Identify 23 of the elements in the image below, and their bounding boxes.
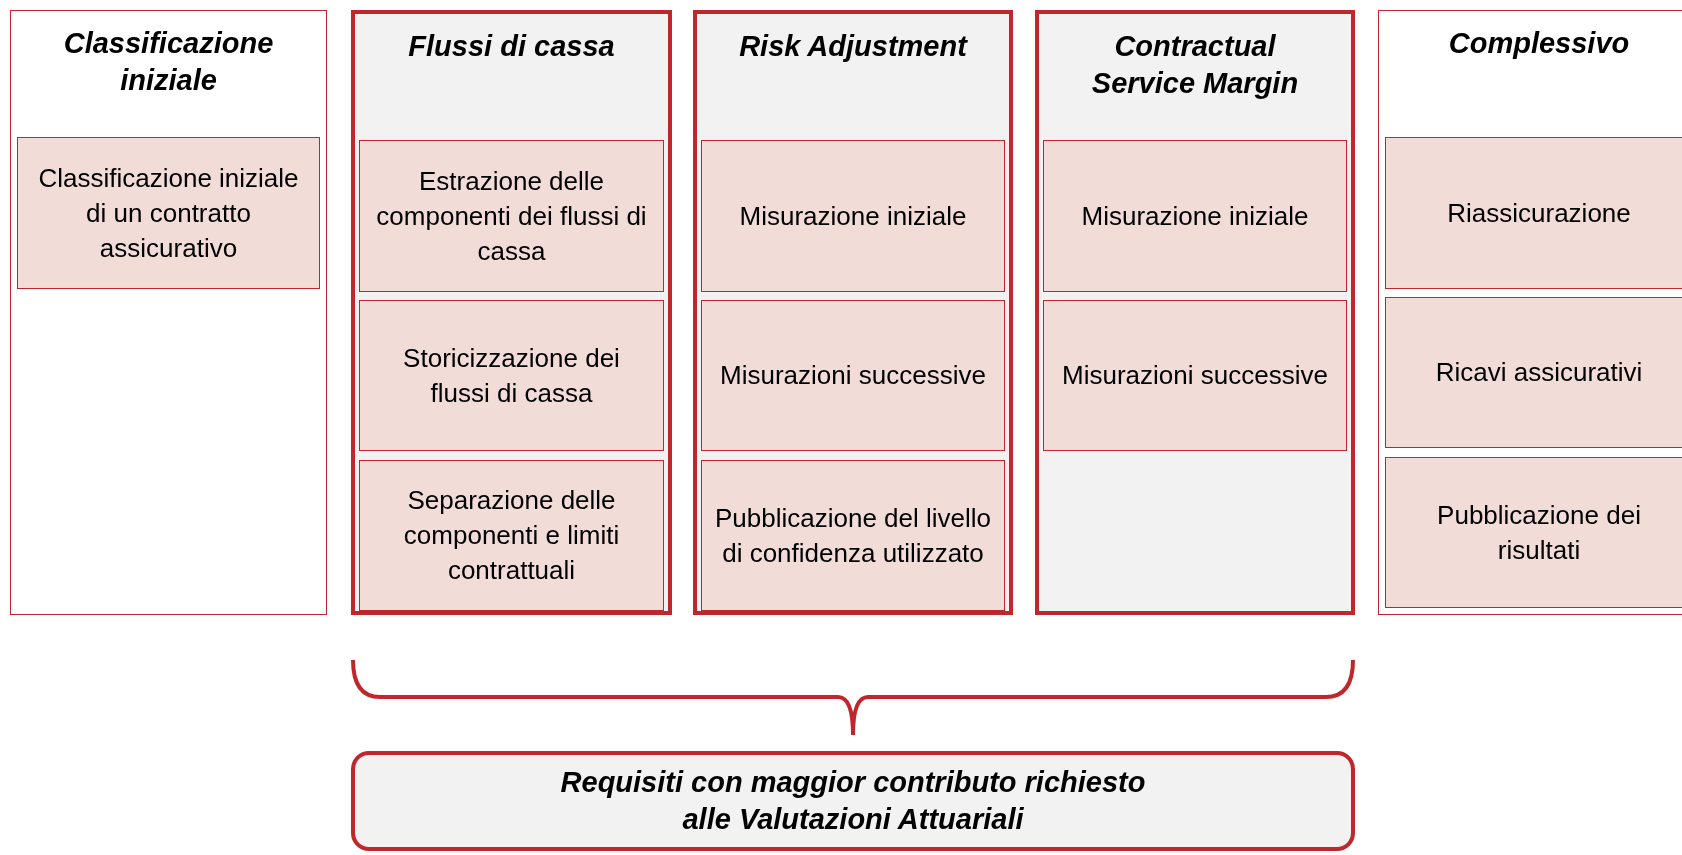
step-box: Pubblicazione del livello di confidenza utilizzato <box>701 460 1005 611</box>
step-box: Misurazioni successive <box>1043 300 1347 451</box>
step-box: Misurazioni successive <box>701 300 1005 451</box>
column-panel <box>10 10 327 615</box>
step-box: Misurazione iniziale <box>701 140 1005 292</box>
column-panel <box>351 10 672 615</box>
column-heading: Contractual Service Margin <box>1090 29 1300 101</box>
column-panel <box>1035 10 1355 615</box>
summary-box: Requisiti con maggior contributo richiesto alle Valutazioni Attuariali <box>351 751 1355 851</box>
step-box: Separazione delle componenti e limiti contrattuali <box>359 460 664 611</box>
column-heading: Risk Adjustment <box>738 29 969 64</box>
column-heading: Flussi di cassa <box>407 29 616 64</box>
step-box: Storicizzazione dei flussi di cassa <box>359 300 664 451</box>
column-heading: Classificazione iniziale <box>62 26 275 98</box>
step-box: Estrazione delle componenti dei flussi di cassa <box>359 140 664 292</box>
step-box: Misurazione iniziale <box>1043 140 1347 292</box>
column-heading: Complessivo <box>1447 26 1631 61</box>
step-box: Ricavi assicurativi <box>1385 297 1682 448</box>
step-box: Riassicurazione <box>1385 137 1682 289</box>
step-box: Pubblicazione dei risultati <box>1385 457 1682 608</box>
column-panel <box>693 10 1013 615</box>
step-box: Classificazione iniziale di un contratto assicurativo <box>17 137 320 289</box>
column-panel <box>1378 10 1682 615</box>
